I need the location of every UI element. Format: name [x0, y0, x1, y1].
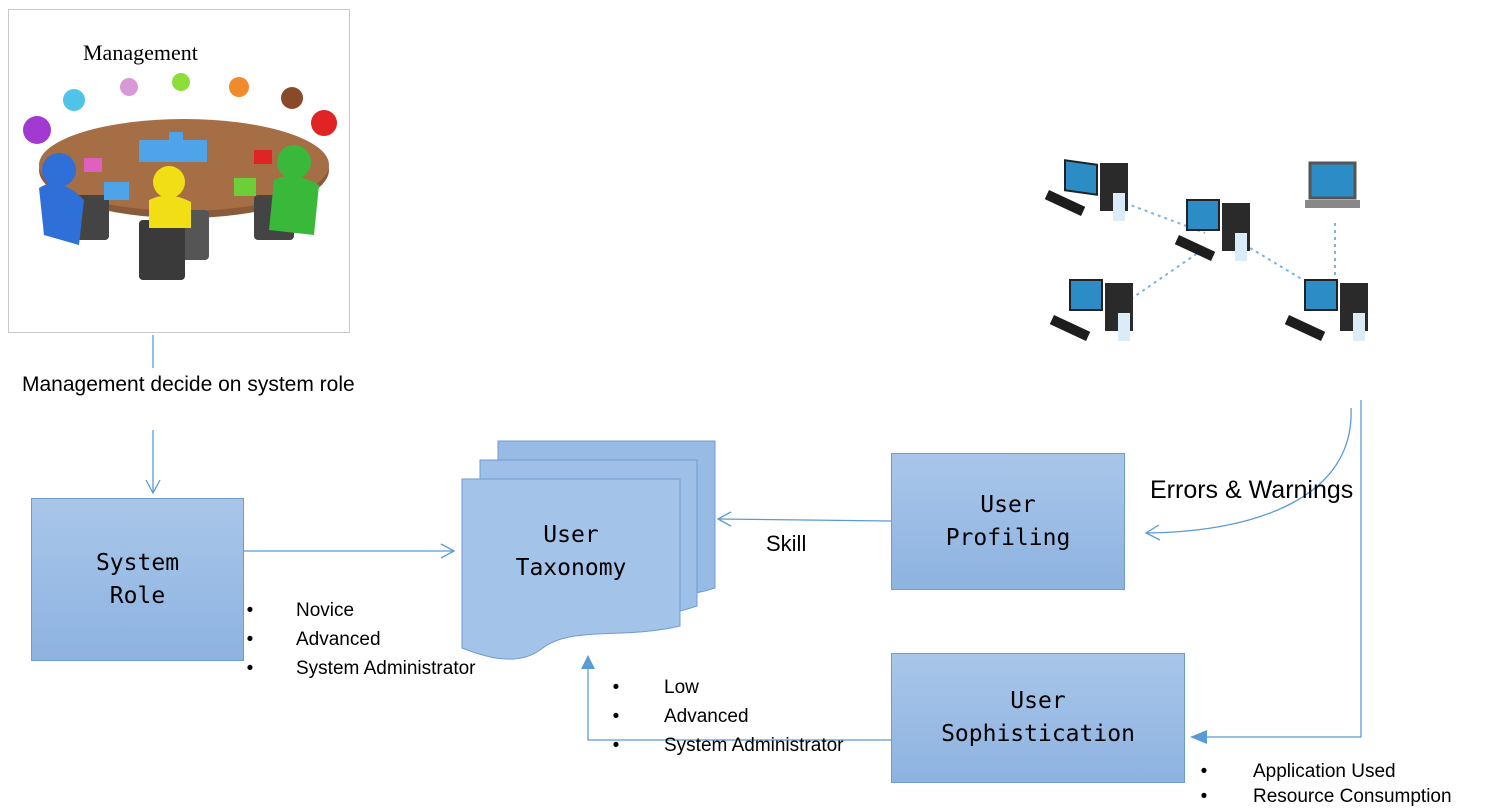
role-levels-list: •Novice •Advanced •System Administrator: [244, 596, 524, 683]
network-illustration: [1044, 159, 1368, 341]
system-role-box: System Role: [31, 498, 244, 661]
sophistication-arrowhead: [1190, 730, 1207, 744]
list-item: •Novice: [246, 600, 355, 621]
management-title: Management: [83, 40, 198, 65]
list-item: •Advanced: [612, 706, 749, 727]
network-to-sophistication-line: [1200, 400, 1362, 738]
role-to-taxonomy-arrowhead: [440, 543, 456, 559]
list-item: •System Administrator: [246, 658, 476, 679]
user-sophistication-box: User Sophistication: [891, 653, 1185, 783]
user-profiling-box: User Profiling: [891, 453, 1125, 590]
errors-warnings-label: Errors & Warnings: [1150, 476, 1354, 504]
skill-label: Skill: [766, 531, 807, 556]
list-item: •System Administrator: [612, 735, 844, 756]
errors-curve: [1145, 407, 1352, 534]
list-item: •Low: [612, 677, 699, 698]
errors-arrowhead: [1144, 524, 1161, 541]
list-item: •Resource Consumption: [1200, 786, 1452, 807]
management-image-box: [8, 9, 350, 333]
sophistication-inputs-list: •Application Used •Resource Consumption: [1198, 757, 1488, 807]
taxonomy-arrowhead: [581, 655, 595, 669]
sophistication-levels-list: •Low •Advanced •System Administrator: [610, 673, 890, 760]
profiling-to-taxonomy-line: [717, 518, 892, 522]
profiling-to-taxonomy-arrowhead: [716, 511, 732, 527]
list-item: •Application Used: [1200, 761, 1396, 782]
meeting-illustration: [23, 73, 337, 280]
user-taxonomy-stack: [461, 440, 716, 660]
mgmt-arrowhead: [145, 479, 161, 495]
list-item: •Advanced: [246, 629, 381, 650]
user-taxonomy-label: User Taxonomy: [515, 522, 627, 581]
sophistication-to-taxonomy-line: [587, 667, 891, 741]
management-decide-label: Management decide on system role: [22, 373, 355, 396]
